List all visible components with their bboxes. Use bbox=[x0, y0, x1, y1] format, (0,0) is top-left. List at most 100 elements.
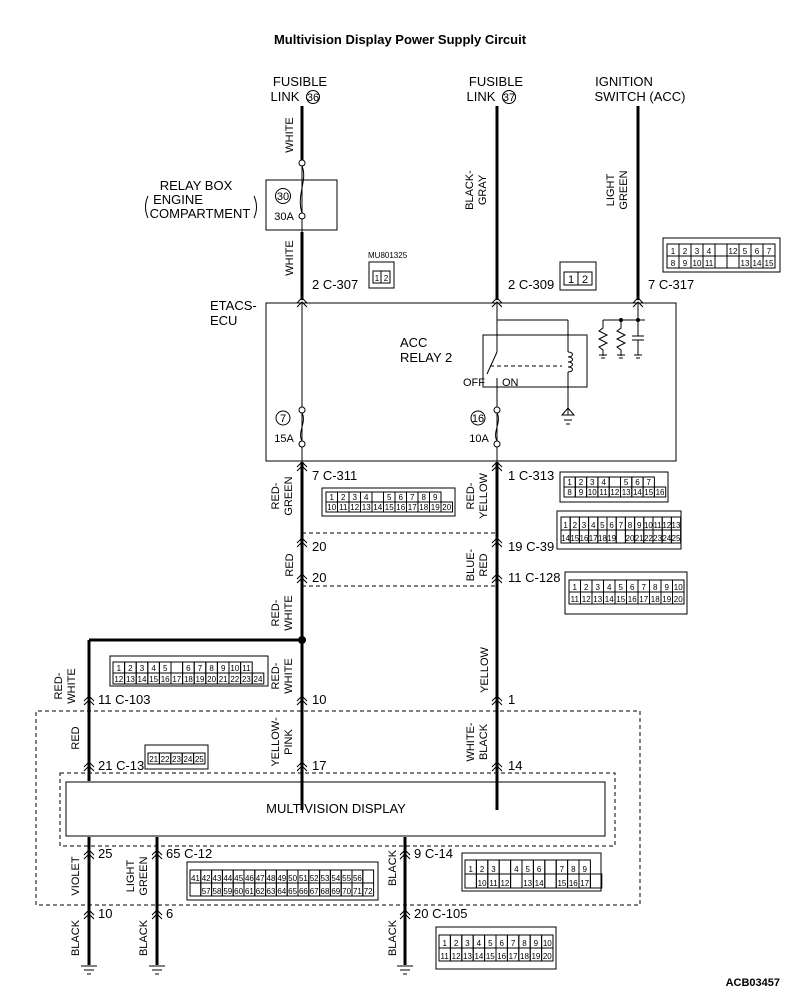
connector-17-label: 17 bbox=[312, 758, 326, 773]
connector-pin-number: 2 bbox=[584, 583, 589, 592]
connector-pin-number: 7 bbox=[410, 493, 415, 502]
relay-coil bbox=[567, 351, 573, 373]
connector-pin-cell bbox=[544, 873, 557, 889]
connector-pin-number: 15 bbox=[385, 503, 394, 512]
connector-pin-number: 20 bbox=[442, 503, 451, 512]
connector-pin-number: 16 bbox=[656, 488, 665, 497]
connector-pin-number: 5 bbox=[525, 865, 530, 874]
connector-pin-number: 14 bbox=[373, 503, 382, 512]
connector-pin-number: 1 bbox=[567, 478, 572, 487]
connector-pin-number: 18 bbox=[520, 952, 529, 961]
connector-pin-number: 43 bbox=[213, 874, 222, 883]
wire-color-label: GREEN bbox=[618, 170, 630, 209]
fuse-terminal bbox=[493, 406, 501, 414]
source-line2: LINK bbox=[467, 89, 496, 104]
connector-pin-number: 3 bbox=[590, 478, 595, 487]
fuse-rating: 10A bbox=[469, 433, 489, 445]
fuse-terminal bbox=[298, 440, 306, 448]
connector-pin-number: 15 bbox=[644, 488, 653, 497]
wire-color-label: YELLOW- bbox=[270, 717, 282, 767]
wire-color-label: RED- bbox=[270, 599, 282, 626]
connector-pin-number: 4 bbox=[151, 664, 156, 673]
connector-pin-number: 8 bbox=[671, 259, 676, 268]
connector-pin-number: 12 bbox=[114, 675, 123, 684]
connector-pin-number: 6 bbox=[537, 865, 542, 874]
connector-pin-number: 49 bbox=[277, 874, 286, 883]
connector-pin-number: 63 bbox=[267, 887, 276, 896]
connector-pin-number: 9 bbox=[665, 583, 670, 592]
connector-pin-cell bbox=[541, 947, 554, 962]
connector-chevrons bbox=[83, 297, 644, 920]
connector-pin-number: 8 bbox=[522, 939, 527, 948]
connector-pin-number: 1 bbox=[442, 939, 447, 948]
connector-pin-number: 11 bbox=[653, 521, 662, 530]
wire-color-label: YELLOW bbox=[478, 472, 490, 518]
connector-pin-number: 48 bbox=[267, 874, 276, 883]
connector-pin-number: 25 bbox=[195, 755, 204, 764]
connector-20-label-b: 20 bbox=[312, 570, 326, 585]
connector-pin-number: 20 bbox=[207, 675, 216, 684]
connector-pin-number: 9 bbox=[534, 939, 539, 948]
connector-pin-number: 4 bbox=[591, 521, 596, 530]
connector-pin-cell bbox=[362, 869, 375, 884]
connector-pin-number: 12 bbox=[729, 247, 738, 256]
fusible-link-number-circle bbox=[306, 90, 320, 104]
connector-pin-number: 11 bbox=[705, 259, 714, 268]
connector-pin-number: 25 bbox=[672, 534, 681, 543]
connector-pin-number: 11 bbox=[571, 595, 580, 604]
connector-pin-number: 6 bbox=[755, 247, 760, 256]
source-line1: FUSIBLE bbox=[273, 74, 328, 89]
connector-pin-number: 7 bbox=[647, 478, 652, 487]
connector-pin-number: 1 bbox=[563, 521, 568, 530]
fuse-30-symbol bbox=[299, 165, 305, 214]
connector-pin-number: 46 bbox=[245, 874, 254, 883]
connector-pin-cell bbox=[544, 859, 557, 875]
connector-pin-number: 12 bbox=[500, 879, 509, 888]
connector-pin-number: 19 bbox=[662, 595, 671, 604]
svg-text:2: 2 bbox=[384, 274, 389, 283]
connector-pin-number: 3 bbox=[140, 664, 145, 673]
connector-pin-number: 8 bbox=[209, 664, 214, 673]
connector-pin-number: 12 bbox=[582, 595, 591, 604]
connector-pin-number: 18 bbox=[598, 534, 607, 543]
connector-pin-cell bbox=[362, 882, 375, 897]
connector-pin-number: 1 bbox=[468, 865, 473, 874]
connector-c309-face: 1 2 bbox=[559, 261, 597, 291]
source-line1: FUSIBLE bbox=[469, 74, 524, 89]
connector-pin-number: 12 bbox=[662, 521, 671, 530]
wire-color-label: GREEN bbox=[138, 856, 150, 895]
wire-color-label: RED- bbox=[53, 672, 65, 699]
connector-pin-number: 3 bbox=[491, 865, 496, 874]
connector-pin-number: 23 bbox=[653, 534, 662, 543]
fuse-rating: 15A bbox=[274, 433, 294, 445]
connector-pin-number: 72 bbox=[364, 887, 373, 896]
connector-pin-number: 15 bbox=[570, 534, 579, 543]
connector-pin-number: 12 bbox=[610, 488, 619, 497]
connector-pin-cell bbox=[762, 255, 776, 269]
connector-pin-number: 55 bbox=[342, 874, 351, 883]
connector-pin-number: 61 bbox=[245, 887, 254, 896]
connector-pin-number: 9 bbox=[433, 493, 438, 502]
connector-14-label: 14 bbox=[508, 758, 522, 773]
connector-pin-number: 14 bbox=[535, 879, 544, 888]
connector-pin-number: 42 bbox=[202, 874, 211, 883]
wire-color-label: BLACK- bbox=[464, 170, 476, 210]
fuse-number: 16 bbox=[472, 413, 484, 425]
bracket-right bbox=[253, 195, 257, 219]
connector-chevron-icon bbox=[491, 297, 503, 308]
connector-pin-number: 1 bbox=[330, 493, 335, 502]
wire-color-label: BLUE- bbox=[465, 548, 477, 581]
ground-icon bbox=[397, 965, 413, 975]
connector-pin-number: 60 bbox=[234, 887, 243, 896]
connector-pin-number: 16 bbox=[396, 503, 405, 512]
connector-pin-number: 3 bbox=[695, 247, 700, 256]
connector-pin-number: 13 bbox=[672, 521, 681, 530]
connector-pin-number: 17 bbox=[580, 879, 589, 888]
